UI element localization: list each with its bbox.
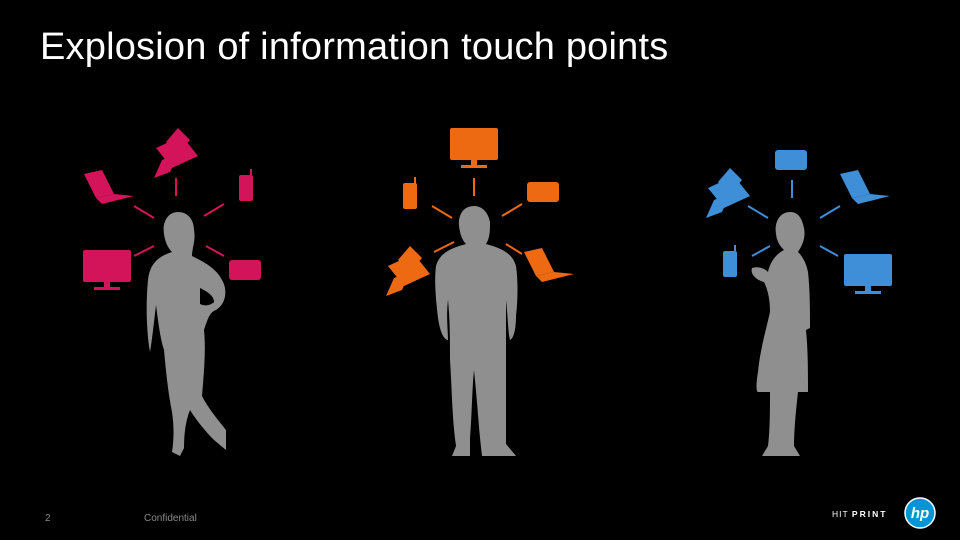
monitor-icon: [83, 250, 131, 290]
monitor-icon: [844, 254, 892, 294]
connector-lines: [747, 180, 841, 257]
connector-lines: [431, 178, 523, 255]
touchpoints-group-orange: [386, 128, 574, 296]
printer-icon: [154, 128, 198, 178]
printer-icon: [706, 168, 750, 218]
tablet-icon: [527, 182, 559, 202]
phone-icon: [403, 177, 417, 209]
page-number: 2: [45, 513, 51, 524]
touchpoints-group-blue: [706, 150, 892, 294]
laptop-icon: [524, 248, 574, 282]
hp-logo-icon: hp: [904, 497, 936, 529]
phone-icon: [239, 169, 253, 201]
phone-icon: [723, 245, 737, 277]
printer-icon: [386, 246, 430, 296]
woman-silhouette: [146, 212, 226, 456]
connector-lines: [133, 178, 225, 257]
brand-footer: HIT PRINT hp: [832, 497, 942, 531]
man-silhouette: [435, 206, 518, 456]
tablet-icon: [775, 150, 807, 170]
laptop-icon: [840, 170, 890, 204]
laptop-icon: [84, 170, 134, 204]
touchpoints-group-magenta: [83, 128, 261, 290]
confidential-label: Confidential: [144, 513, 197, 524]
tablet-icon: [229, 260, 261, 280]
brand-suffix: PRINT: [851, 509, 888, 519]
slide-title: Explosion of information touch points: [40, 26, 669, 68]
woman-phone-silhouette: [751, 212, 810, 456]
brand-wordmark: HIT PRINT: [832, 509, 887, 519]
brand-prefix: HIT: [832, 509, 849, 519]
monitor-icon: [450, 128, 498, 168]
svg-text:hp: hp: [911, 505, 929, 522]
